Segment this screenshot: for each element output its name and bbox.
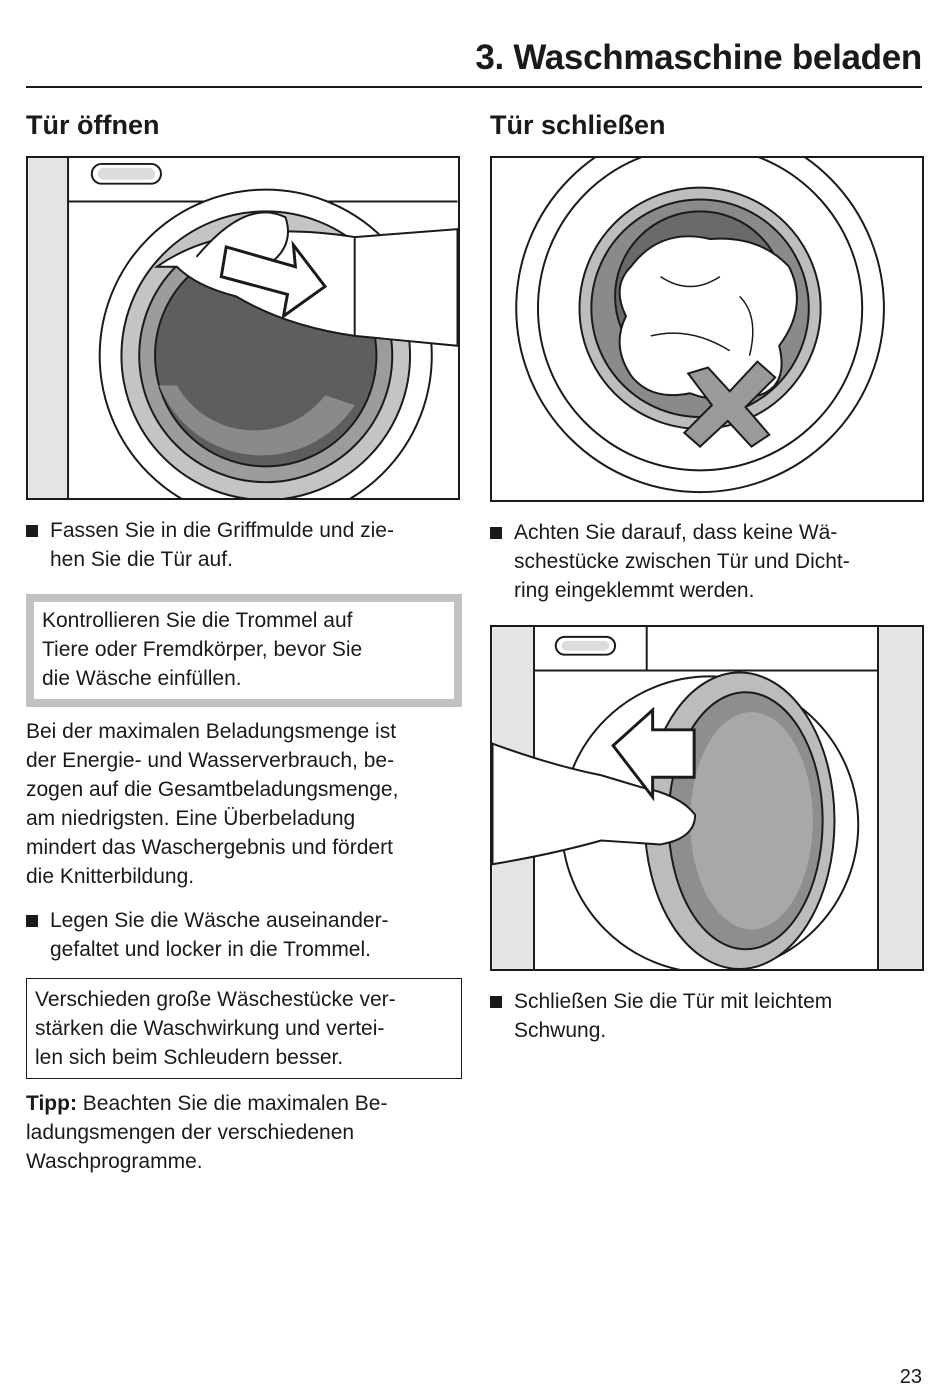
right-column: Tür schließen Achten Sie darauf, dass ke…: [490, 110, 924, 1045]
bullet-open-door-text: Fassen Sie in die Griffmulde und zie- he…: [50, 519, 394, 571]
bullet-close-door: Schließen Sie die Tür mit leichtem Schwu…: [490, 987, 924, 1045]
bullet-load-laundry-text: Legen Sie die Wäsche auseinander- gefalt…: [50, 909, 389, 961]
bullet-check-gasket: Achten Sie darauf, dass keine Wä- schest…: [490, 518, 924, 605]
bullet-marker: [26, 915, 38, 927]
tip-label: Tipp:: [26, 1092, 77, 1115]
bullet-close-door-text: Schließen Sie die Tür mit leichtem Schwu…: [514, 990, 833, 1042]
bullet-marker: [26, 525, 38, 537]
notice-check-drum: Kontrollieren Sie die Trommel auf Tiere …: [26, 594, 462, 707]
open-door-illustration: [26, 156, 460, 500]
bullet-marker: [490, 996, 502, 1008]
section-heading-close-door: Tür schließen: [490, 110, 666, 140]
bullet-load-laundry: Legen Sie die Wäsche auseinander- gefalt…: [26, 906, 462, 964]
close-door-illustration: [490, 625, 924, 971]
notice-mixed-sizes-text: Verschieden große Wäschestücke ver- stär…: [35, 988, 396, 1069]
notice-check-drum-text: Kontrollieren Sie die Trommel auf Tiere …: [42, 609, 363, 690]
left-column: Tür öffnen Fassen Sie in die Griffmulde …: [26, 110, 462, 1176]
page-number: 23: [899, 1366, 922, 1388]
bullet-check-gasket-text: Achten Sie darauf, dass keine Wä- schest…: [514, 521, 850, 602]
chapter-title: 3. Waschmaschine beladen: [475, 38, 922, 77]
section-heading-open-door: Tür öffnen: [26, 110, 160, 140]
load-info-paragraph: Bei der maximalen Beladungsmenge ist der…: [26, 720, 399, 888]
tip-text: Beachten Sie die maximalen Be- ladungsme…: [26, 1092, 388, 1173]
bullet-marker: [490, 527, 502, 539]
close-door-check-illustration: [490, 156, 924, 502]
page-header: 3. Waschmaschine beladen: [26, 36, 922, 88]
tip-paragraph: Tipp: Beachten Sie die maximalen Be- lad…: [26, 1089, 462, 1176]
notice-mixed-sizes: Verschieden große Wäschestücke ver- stär…: [26, 978, 462, 1079]
bullet-open-door: Fassen Sie in die Griffmulde und zie- he…: [26, 516, 462, 574]
